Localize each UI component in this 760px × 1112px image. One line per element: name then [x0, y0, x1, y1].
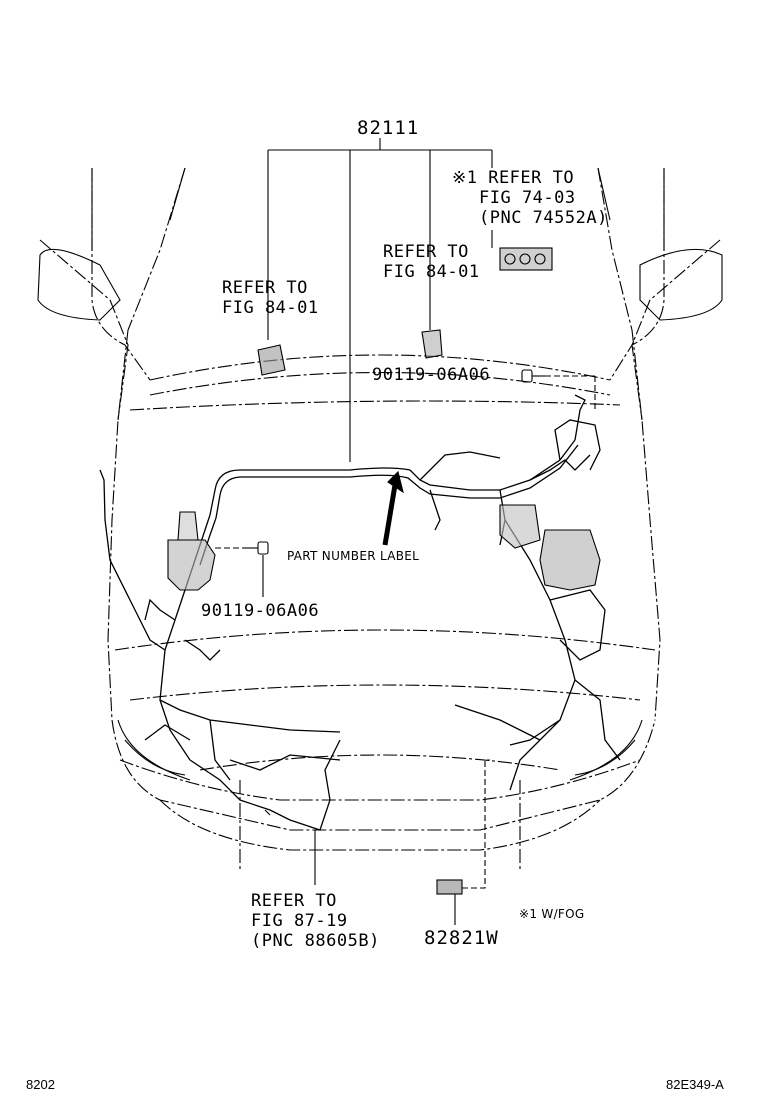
ref-87-19-pnc[interactable]: (PNC 88605B)	[251, 931, 380, 951]
part-number-82821w[interactable]: 82821W	[424, 927, 499, 949]
footer-right-code: 82E349-A	[666, 1077, 724, 1092]
bolt-lower-icon	[215, 541, 269, 597]
fog-lamp-connector-82821w-icon	[436, 759, 490, 925]
footer-left-code: 8202	[26, 1077, 55, 1092]
part-82111-leaders	[267, 138, 493, 462]
main-part-number-82111[interactable]: 82111	[357, 117, 420, 139]
ref-87-19-line1: REFER TO	[251, 891, 337, 911]
main-harness	[99, 394, 621, 831]
left-mirror	[37, 248, 121, 321]
connector-84-01-left-icon	[257, 344, 286, 376]
connector-84-01-right-icon	[421, 329, 443, 359]
right-headlight	[569, 719, 643, 781]
ref-84-01-left-line1: REFER TO	[222, 278, 308, 298]
ref-84-01-right-line1: REFER TO	[383, 242, 469, 262]
vehicle-body-outline	[39, 167, 721, 870]
bolt-upper-icon	[521, 369, 596, 410]
ref-87-19-fig-link[interactable]: FIG 87-19	[251, 911, 348, 931]
fog-switch-ref-line1: ※1 REFER TO	[452, 168, 575, 188]
ref-84-01-right-fig-link[interactable]: FIG 84-01	[383, 262, 480, 282]
fog-switch-icon	[499, 247, 553, 271]
right-mirror	[639, 248, 723, 321]
bolt-lower-part-number[interactable]: 90119-06A06	[201, 601, 320, 621]
bolt-upper-part-number[interactable]: 90119-06A06	[372, 365, 491, 385]
right-relay-box	[499, 504, 601, 591]
fog-switch-ref-fig-link[interactable]: FIG 74-03	[479, 188, 576, 208]
ref-87-19-leader	[264, 809, 316, 885]
part-number-label-arrow	[382, 470, 404, 546]
footnote-fog: ※1 W/FOG	[519, 907, 585, 921]
part-number-label-text: PART NUMBER LABEL	[287, 549, 420, 563]
fog-switch-ref-pnc[interactable]: (PNC 74552A)	[479, 208, 608, 228]
windshield-pillars	[91, 167, 665, 250]
left-headlight	[117, 719, 191, 781]
left-junction-box	[167, 511, 216, 591]
ref-84-01-left-fig-link[interactable]: FIG 84-01	[222, 298, 319, 318]
